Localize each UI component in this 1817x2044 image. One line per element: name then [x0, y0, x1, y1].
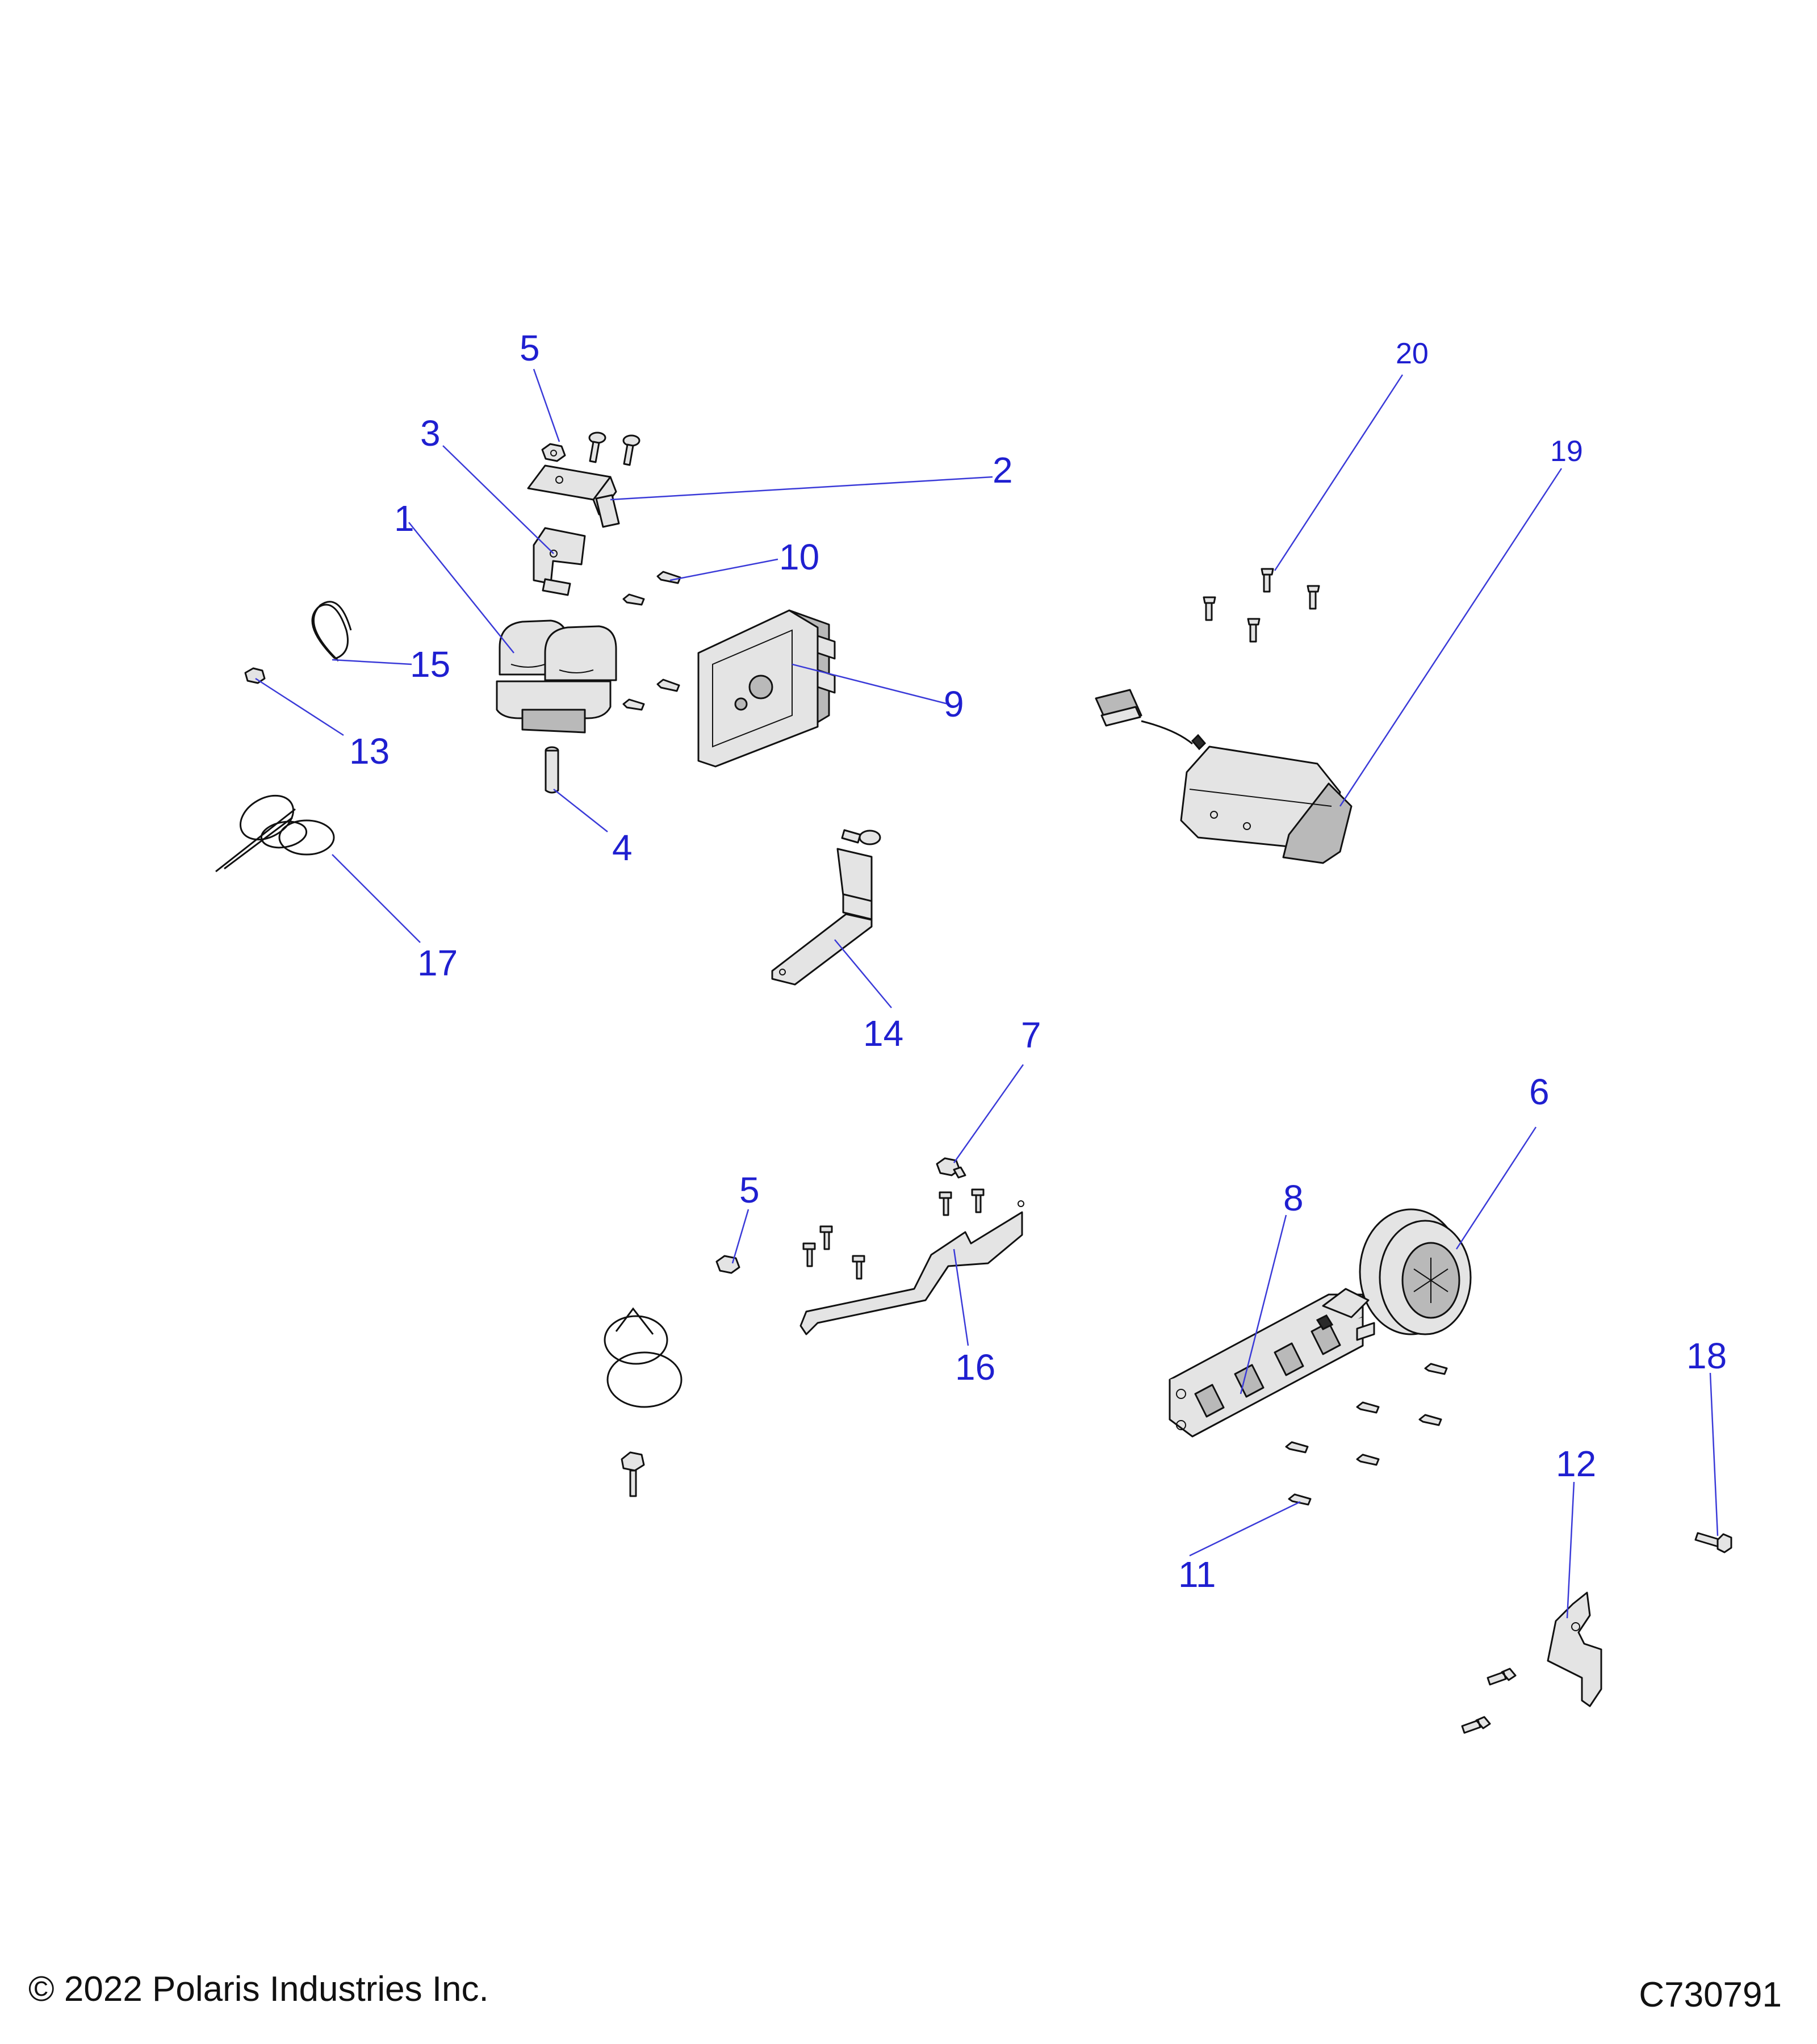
leader-7	[953, 1064, 1024, 1163]
leader-17	[332, 854, 421, 943]
callout-20: 20	[1396, 337, 1429, 370]
leader-8	[1240, 1214, 1287, 1394]
part-mount-bracket	[527, 464, 620, 528]
leader-6	[1455, 1126, 1537, 1250]
leader-4	[553, 789, 608, 832]
callout-17: 17	[417, 943, 458, 983]
part-zip-tie-bundle	[215, 794, 335, 873]
part-small-bracket	[1461, 1591, 1602, 1734]
callout-16: 16	[955, 1347, 995, 1388]
copyright-notice: © 2022 Polaris Industries Inc.	[28, 1970, 489, 2009]
part-coil-pack	[496, 619, 617, 734]
callout-3: 3	[420, 413, 441, 454]
callout-12: 12	[1556, 1443, 1596, 1484]
part-ecu-screws	[622, 571, 681, 711]
part-bolt-7	[936, 1157, 966, 1179]
part-clip	[533, 527, 586, 596]
callout-4: 4	[612, 827, 633, 868]
leader-19	[1339, 468, 1563, 807]
part-zip-tie-small	[311, 601, 352, 662]
callout-6: 6	[1529, 1071, 1550, 1112]
leader-2	[610, 476, 993, 501]
leader-10	[669, 558, 778, 581]
figure-id: C730791	[1639, 1975, 1782, 2014]
part-bolt-18	[1694, 1532, 1732, 1553]
part-nut-lower	[715, 1255, 740, 1274]
part-bolt-lower	[621, 1451, 645, 1497]
callout-5-lower: 5	[739, 1170, 760, 1211]
callout-1: 1	[394, 498, 415, 539]
part-clamp-ring	[604, 1307, 683, 1408]
leader-3	[442, 445, 554, 554]
callout-19: 19	[1550, 435, 1583, 468]
callout-10: 10	[779, 537, 819, 577]
leader-18	[1709, 1372, 1719, 1536]
leader-13	[255, 677, 344, 736]
part-ecu-module	[697, 609, 836, 768]
part-long-bolt	[545, 746, 559, 794]
leader-1	[408, 522, 514, 654]
callout-7: 7	[1021, 1015, 1041, 1055]
part-harness-bracket	[799, 1188, 1024, 1335]
leader-5-lower	[731, 1209, 750, 1264]
part-small-nut	[244, 667, 266, 684]
callout-5-top: 5	[520, 328, 540, 368]
part-screws-11	[1285, 1363, 1448, 1506]
leader-20	[1274, 374, 1404, 571]
leader-9	[792, 663, 949, 705]
leader-14	[834, 939, 892, 1008]
part-injector-rail	[1169, 1288, 1375, 1438]
part-sensor-screws	[1203, 568, 1320, 643]
part-nut-top	[541, 443, 566, 462]
callout-9: 9	[944, 684, 964, 724]
leader-15	[332, 659, 412, 665]
leader-12	[1566, 1481, 1575, 1619]
callout-14: 14	[863, 1013, 903, 1054]
callout-15: 15	[410, 644, 450, 685]
leader-5-top	[533, 368, 560, 442]
part-l-bracket	[771, 829, 881, 986]
callout-2: 2	[993, 450, 1013, 491]
callout-13: 13	[349, 731, 390, 772]
part-sensor-module	[1095, 689, 1353, 864]
leader-11	[1189, 1501, 1301, 1557]
part-sensor-disc	[1359, 1208, 1472, 1335]
callout-11: 11	[1178, 1554, 1216, 1595]
leader-16	[953, 1249, 969, 1346]
callout-18: 18	[1686, 1335, 1727, 1376]
callout-8: 8	[1283, 1178, 1304, 1218]
part-screws-bracket	[588, 432, 640, 466]
